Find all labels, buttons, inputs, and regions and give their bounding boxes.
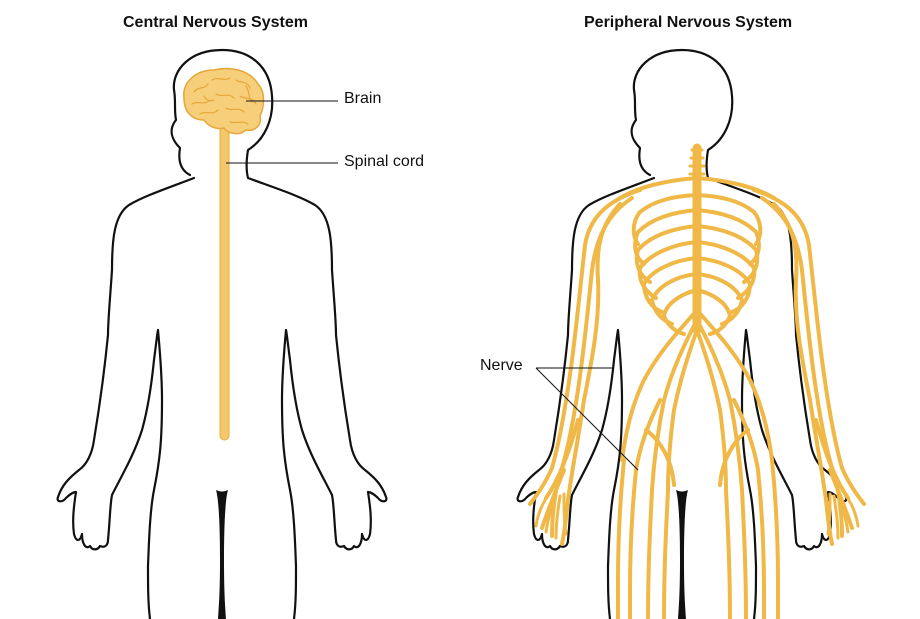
peripheral-nervous-system-panel: Peripheral Nervous System bbox=[460, 0, 920, 619]
central-figure bbox=[56, 48, 388, 619]
central-nervous-system-panel: Central Nervous System Brain Spinal cord bbox=[56, 14, 425, 619]
leg-nerves bbox=[616, 458, 780, 619]
peripheral-figure bbox=[516, 48, 866, 619]
body-outline bbox=[56, 48, 388, 619]
groin-mark bbox=[676, 490, 688, 619]
lumbar-nerves bbox=[620, 308, 774, 492]
left-hand-nerves bbox=[534, 488, 568, 540]
spinal-cord-label: Spinal cord bbox=[344, 153, 425, 170]
left-arm-nerves bbox=[528, 188, 642, 546]
nerve-network bbox=[528, 143, 866, 619]
brain-label: Brain bbox=[344, 90, 382, 107]
nerve-leader-diagonal bbox=[535, 367, 639, 471]
right-arm-nerves bbox=[752, 188, 866, 546]
nerve-label: Nerve bbox=[480, 357, 523, 374]
groin-mark bbox=[216, 490, 228, 619]
peripheral-title: Peripheral Nervous System bbox=[584, 14, 793, 31]
brain bbox=[183, 67, 265, 135]
right-hand-nerves bbox=[826, 488, 860, 540]
central-title: Central Nervous System bbox=[123, 14, 308, 31]
spinal-cord bbox=[219, 119, 230, 441]
